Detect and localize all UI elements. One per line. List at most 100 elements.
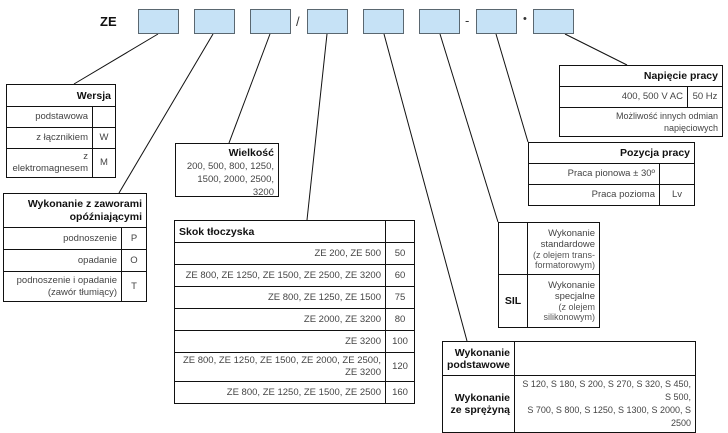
napiecie-note: Możliwość innych odmian napięciowych <box>559 107 723 137</box>
table-row: Możliwość innych odmian napięciowych <box>559 107 723 137</box>
connector-olej <box>439 33 499 223</box>
pozycja-code: Lv <box>659 184 695 206</box>
code-box-zawory <box>194 9 235 34</box>
sprezyna-title-line2: ze sprężyną <box>450 404 511 416</box>
code-box-wielkosc <box>250 9 291 34</box>
table-row: Wykonanie ze sprężyną S 120, S 180, S 20… <box>441 375 696 433</box>
napiecie-frequency: 50 Hz <box>687 86 723 108</box>
olej-title-line2: specjalne <box>554 291 595 302</box>
pozycja-label: Praca pionowa ± 30º <box>528 163 660 185</box>
skok-value: 100 <box>385 330 415 353</box>
code-box-olej <box>419 9 460 34</box>
zawory-code: T <box>121 271 147 302</box>
zawory-label-line1: podnoszenie i opadanie <box>16 274 117 286</box>
pozycja-title: Pozycja pracy <box>528 142 695 164</box>
zawory-label: opadanie <box>3 249 122 272</box>
pozycja-code <box>659 163 695 185</box>
skok-value: 80 <box>385 308 415 331</box>
wersja-label: z elektromagnesem <box>6 148 93 178</box>
sprezyna-table: Wykonanie podstawowe Wykonanie ze spręży… <box>441 341 696 433</box>
sprezyna-values-line2: S 700, S 800, S 1250, S 1300, S 2000, S … <box>527 405 691 428</box>
zawory-code: P <box>121 227 147 250</box>
skok-value: 160 <box>385 381 415 404</box>
wielkosc-line1: 200, 500, 800, 1250, <box>186 161 274 172</box>
code-box-sprezyna <box>363 9 404 34</box>
table-row: ZE 800, ZE 1250, ZE 1500, ZE 2500, ZE 32… <box>174 264 415 287</box>
sprezyna-values-line1: S 120, S 180, S 200, S 270, S 320, S 450… <box>522 379 691 402</box>
skok-models: ZE 800, ZE 1250, ZE 1500, ZE 2500, ZE 32… <box>174 264 386 287</box>
table-row: ZE 800, ZE 1250, ZE 1500, ZE 2000, ZE 25… <box>174 352 415 382</box>
code-prefix: ZE <box>100 14 117 29</box>
wielkosc-line2: 1500, 2000, 2500, 3200 <box>197 174 274 198</box>
connector-skok <box>306 33 328 221</box>
code-box-skok <box>307 9 348 34</box>
table-row: 400, 500 V AC 50 Hz <box>559 86 723 108</box>
zawory-table: Wykonanie z zaworami opóźniającymi podno… <box>3 193 147 302</box>
skok-models: ZE 200, ZE 500 <box>174 242 386 265</box>
table-row: Wykonanie standardowe (z olejem trans- f… <box>498 222 600 275</box>
napiecie-title: Napięcie pracy <box>559 65 723 87</box>
olej-title-line2: standardowe <box>540 238 595 250</box>
wersja-code: M <box>92 148 116 178</box>
separator-slash: / <box>296 14 300 29</box>
code-box-napiecie <box>533 9 574 34</box>
table-row: podnoszenie P <box>3 227 147 250</box>
skok-table: Skok tłoczyska ZE 200, ZE 500 50 ZE 800,… <box>174 220 415 404</box>
zawory-label-line2: (zawór tłumiący) <box>47 286 117 298</box>
olej-sub-line2: silikonowym) <box>543 312 595 322</box>
olej-code <box>498 222 528 275</box>
sprezyna-title-line1: Wykonanie <box>454 346 511 359</box>
skok-models: ZE 800, ZE 1250, ZE 1500 <box>174 286 386 309</box>
table-row: ZE 3200 100 <box>174 330 415 353</box>
olej-sub-line1: (z olejem <box>558 302 595 312</box>
separator-dot: • <box>523 13 527 25</box>
table-row: ZE 800, ZE 1250, ZE 1500, ZE 2500 160 <box>174 381 415 404</box>
connector-wersja <box>73 33 159 85</box>
pozycja-table: Pozycja pracy Praca pionowa ± 30º Praca … <box>528 142 695 206</box>
zawory-label: podnoszenie <box>3 227 122 250</box>
skok-title: Skok tłoczyska <box>174 220 386 243</box>
zawory-code: O <box>121 249 147 272</box>
table-row: ZE 2000, ZE 3200 80 <box>174 308 415 331</box>
wielkosc-title: Wielkość <box>228 147 274 159</box>
wersja-title: Wersja <box>6 84 116 107</box>
wersja-code <box>92 106 116 128</box>
table-row: ZE 800, ZE 1250, ZE 1500 75 <box>174 286 415 309</box>
table-row: podnoszenie i opadanie (zawór tłumiący) … <box>3 271 147 302</box>
connector-napiecie <box>564 33 628 66</box>
wielkosc-box: Wielkość 200, 500, 800, 1250, 1500, 2000… <box>175 143 279 198</box>
wersja-table: Wersja podstawowa z łącznikiem W z elekt… <box>6 84 116 178</box>
code-box-pozycja <box>476 9 517 34</box>
pozycja-label: Praca pozioma <box>528 184 660 206</box>
table-row: z łącznikiem W <box>6 127 116 149</box>
table-row: opadanie O <box>3 249 147 272</box>
skok-value: 60 <box>385 264 415 287</box>
skok-value: 50 <box>385 242 415 265</box>
olej-sub-line1: (z olejem trans- <box>532 249 595 260</box>
table-row: z elektromagnesem M <box>6 148 116 178</box>
table-row: Praca pionowa ± 30º <box>528 163 695 185</box>
sprezyna-title-line1: Wykonanie <box>454 392 511 404</box>
napiecie-table: Napięcie pracy 400, 500 V AC 50 Hz Możli… <box>559 65 723 137</box>
napiecie-voltage: 400, 500 V AC <box>559 86 688 108</box>
skok-value: 120 <box>385 352 415 382</box>
connector-wielkosc <box>228 33 271 144</box>
sprezyna-title-line2: podstawowe <box>447 358 511 371</box>
table-row: Wykonanie podstawowe <box>441 341 696 376</box>
code-box-wersja <box>138 9 179 34</box>
table-row: podstawowa <box>6 106 116 128</box>
skok-models: ZE 800, ZE 1250, ZE 1500, ZE 2500 <box>174 381 386 404</box>
wersja-code: W <box>92 127 116 149</box>
skok-models: ZE 2000, ZE 3200 <box>174 308 386 331</box>
table-row: ZE 200, ZE 500 50 <box>174 242 415 265</box>
skok-models: ZE 800, ZE 1250, ZE 1500, ZE 2000, ZE 25… <box>174 352 386 382</box>
zawory-title-line1: Wykonanie z zaworami <box>27 197 142 210</box>
table-row: SIL Wykonanie specjalne (z olejem siliko… <box>498 274 600 328</box>
olej-title-line1: Wykonanie <box>548 280 595 291</box>
olej-sub-line2: formatorowym) <box>534 259 595 270</box>
connector-pozycja <box>495 33 529 143</box>
table-row: Praca pozioma Lv <box>528 184 695 206</box>
skok-value: 75 <box>385 286 415 309</box>
zawory-title-line2: opóźniającymi <box>69 210 142 223</box>
olej-table: Wykonanie standardowe (z olejem trans- f… <box>498 222 600 328</box>
